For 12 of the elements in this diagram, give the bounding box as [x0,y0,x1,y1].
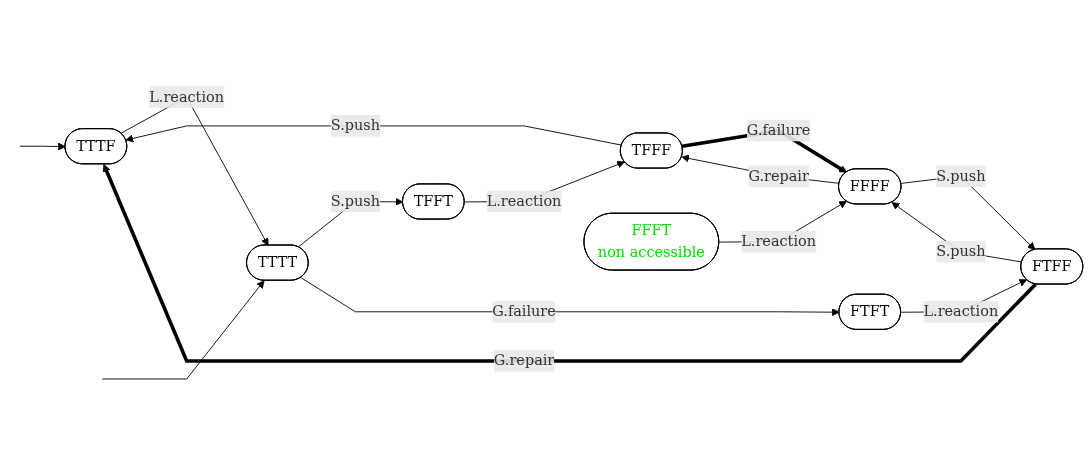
edge-label: G.failure [746,121,811,139]
edge-label: G.repair [748,166,809,185]
edge-label: S.push [936,166,986,185]
edge-label: G.failure [492,302,556,320]
edge-label: G.repair [493,351,555,369]
edge-label: L.reaction [149,87,225,105]
edge-label: L.reaction [923,302,999,320]
edge-label: L.reaction [741,232,816,250]
edge-label: S.push [936,242,986,260]
edge-label: S.push [330,116,380,134]
edge-label: S.push [330,192,380,210]
edge-label: L.reaction [486,192,562,210]
